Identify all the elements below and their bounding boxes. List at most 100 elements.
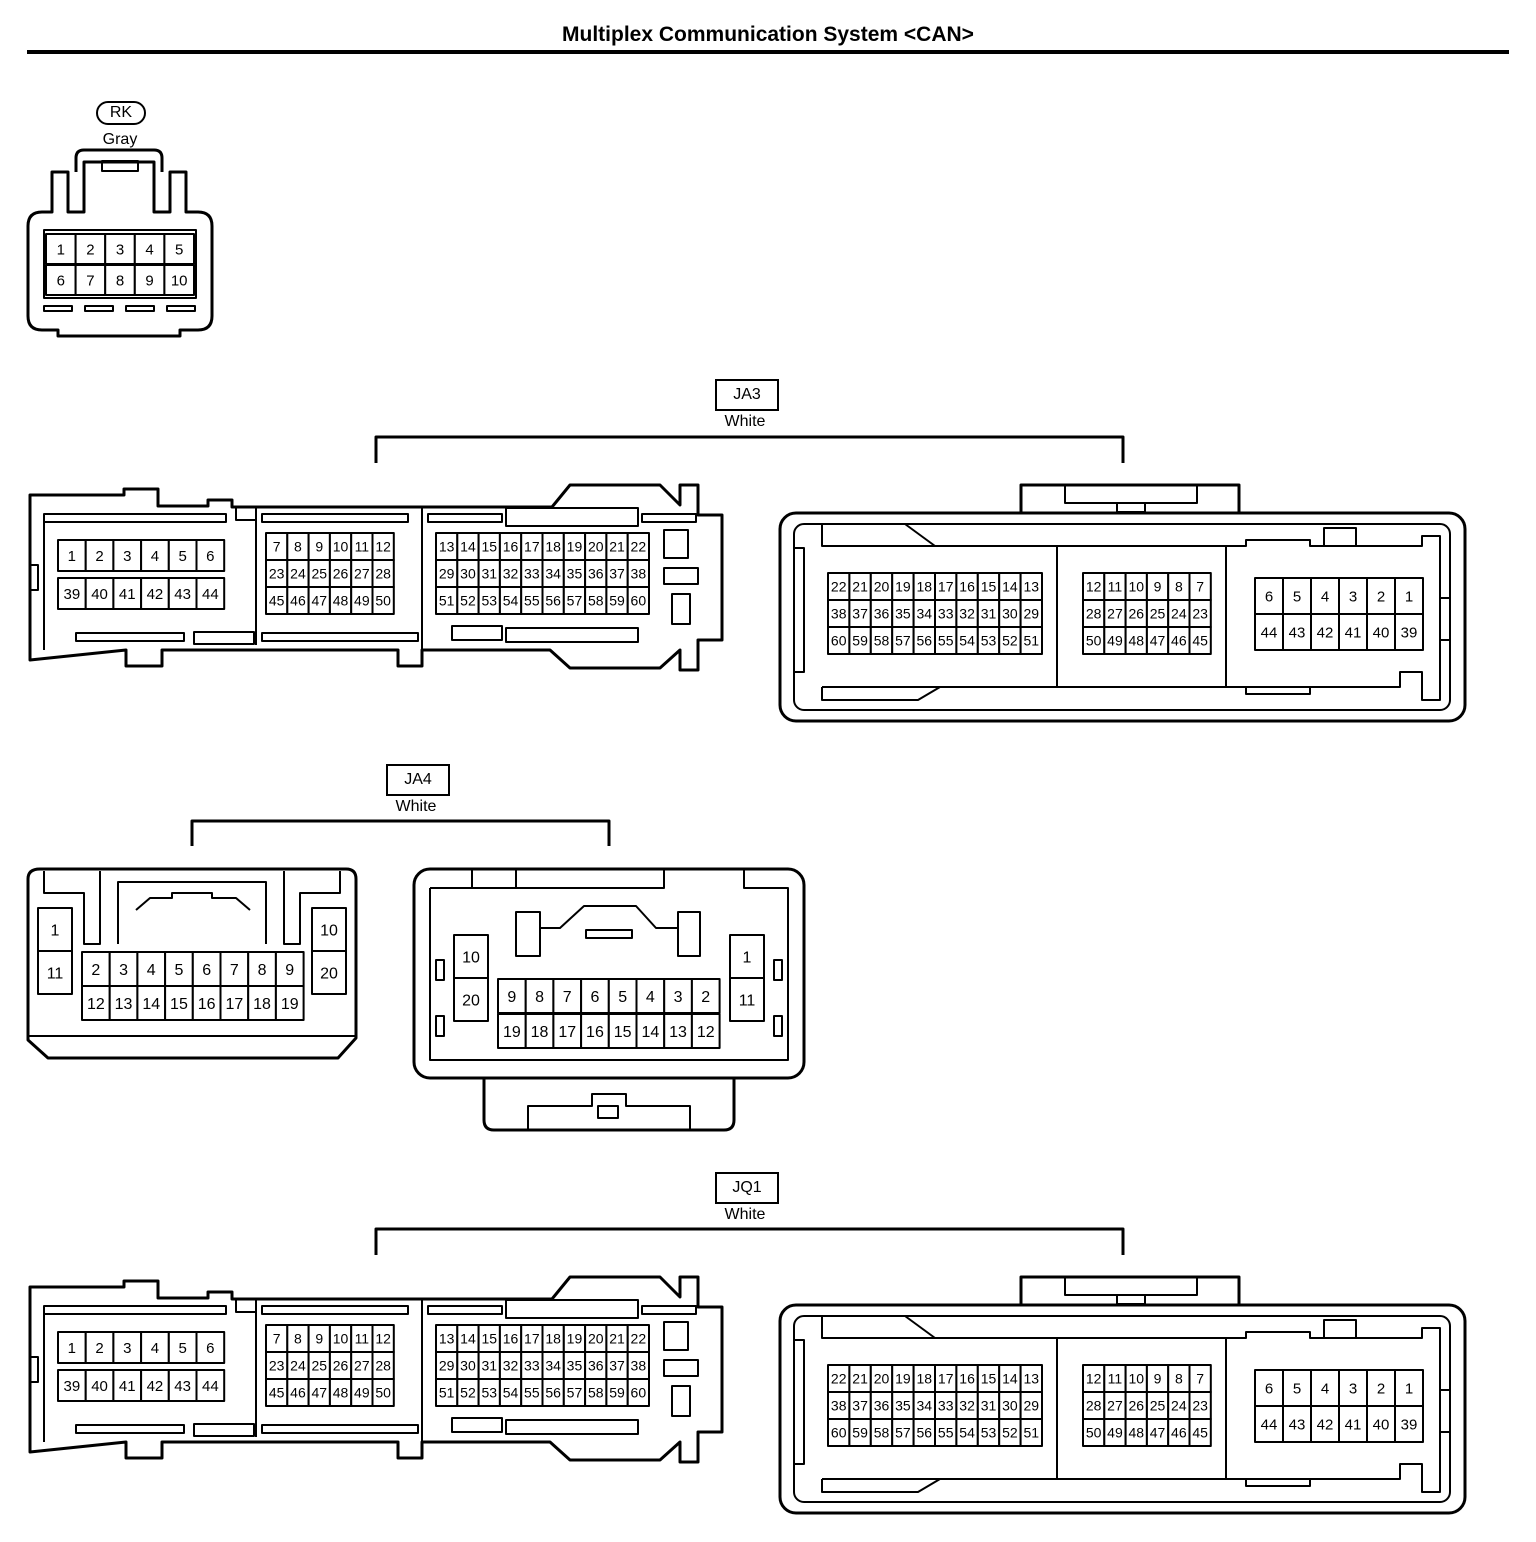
jq1-pin-label: 21: [852, 1371, 868, 1387]
ja3-pin-cell: [1254, 613, 1284, 651]
jq1-pin-label: 20: [588, 1331, 604, 1347]
ja3-bracket: [374, 435, 1125, 463]
ja3-pin-label: 16: [959, 579, 975, 595]
ja3-pin-label: 10: [333, 539, 349, 555]
ja4-pin-label: 2: [91, 962, 100, 979]
jq1-pin-label: 34: [917, 1398, 933, 1414]
ja4-pin-cell: [524, 1013, 555, 1049]
jq1-pin-label: 30: [1002, 1398, 1018, 1414]
jq1-pin-label: 42: [1317, 1416, 1334, 1433]
jq1-pin-cell: [626, 1378, 651, 1407]
jq1-pin-label: 7: [1196, 1371, 1204, 1387]
ja3-pin-label: 28: [1086, 606, 1102, 622]
jq1-pin-cell: [140, 1369, 170, 1402]
jq1-pin-label: 3: [123, 1340, 131, 1357]
ja3-pin-label: 18: [917, 579, 933, 595]
jq1-pin-label: 10: [333, 1331, 349, 1347]
jq1-pin-label: 10: [1128, 1371, 1144, 1387]
jq1-pin-label: 56: [545, 1385, 561, 1401]
jq1-pin-label: 7: [273, 1331, 281, 1347]
ja3-pin-label: 24: [1171, 606, 1187, 622]
ja4-pin-label: 1: [51, 922, 60, 939]
jq1-pin-label: 57: [567, 1385, 583, 1401]
ja3-pin-cell: [1188, 626, 1212, 655]
rk-pin-label: 4: [145, 241, 153, 258]
ja4-pin-label: 19: [281, 996, 299, 1013]
jq1-pin-label: 20: [874, 1371, 890, 1387]
jq1-pin-label: 24: [1171, 1398, 1187, 1414]
jq1-pin-cell: [195, 1369, 226, 1402]
jq1-pin-label: 54: [503, 1385, 519, 1401]
jq1-pin-cell: [371, 1378, 395, 1407]
jq1-bracket: [374, 1227, 1125, 1255]
ja3-pin-label: 24: [290, 566, 306, 582]
jq1-pin-label: 16: [503, 1331, 519, 1347]
jq1-pin-label: 56: [917, 1425, 933, 1441]
ja3-pin-label: 7: [1196, 579, 1204, 595]
ja4-pin-label: 11: [47, 965, 64, 982]
jq1-pin-label: 44: [1261, 1416, 1278, 1433]
jq1-pin-label: 46: [1171, 1425, 1187, 1441]
jq1-pin-label: 60: [631, 1385, 647, 1401]
jq1-pin-label: 9: [315, 1331, 323, 1347]
jq1-pin-label: 28: [1086, 1398, 1102, 1414]
jq1-pin-label: 47: [1150, 1425, 1166, 1441]
ja4-pin-label: 6: [202, 962, 211, 979]
ja3-pin-label: 4: [1321, 588, 1329, 605]
ja3-pin-label: 50: [375, 593, 391, 609]
ja3-pin-label: 20: [588, 539, 604, 555]
jq1-pin-label: 40: [91, 1378, 108, 1395]
ja4-pin-cell: [635, 1013, 666, 1049]
ja3-pin-label: 18: [545, 539, 561, 555]
jq1-pin-label: 4: [1321, 1380, 1329, 1397]
ja3-pin-label: 25: [311, 566, 327, 582]
ja3-pin-cell: [1366, 577, 1396, 615]
jq1-pin-label: 49: [1107, 1425, 1123, 1441]
page-title: Multiplex Communication System <CAN>: [562, 23, 974, 46]
jq1-pin-label: 29: [439, 1358, 455, 1374]
jq1-pin-label: 51: [1024, 1425, 1040, 1441]
ja3-pin-label: 45: [1192, 633, 1208, 649]
ja3-pin-label: 43: [174, 586, 191, 603]
ja4-pin-label: 18: [531, 1024, 549, 1041]
ja3-pin-label: 58: [588, 593, 604, 609]
ja3-pin-label: 8: [294, 539, 302, 555]
jq1-pin-cell: [1282, 1405, 1312, 1443]
ja3-pin-label: 15: [981, 579, 997, 595]
jq1-pin-label: 14: [1002, 1371, 1018, 1387]
rk-pin-label: 2: [86, 241, 94, 258]
jq1-pin-label: 26: [333, 1358, 349, 1374]
ja4-pin-label: 14: [641, 1024, 659, 1041]
ja3-pin-label: 27: [1107, 606, 1123, 622]
ja3-connector-code: JA3: [715, 379, 779, 411]
jq1-pin-label: 48: [333, 1385, 349, 1401]
jq1-pin-label: 13: [439, 1331, 455, 1347]
ja3-pin-label: 28: [375, 566, 391, 582]
jq1-pin-label: 60: [831, 1425, 847, 1441]
ja3-pin-label: 7: [273, 539, 281, 555]
ja3-pin-label: 30: [460, 566, 476, 582]
ja4-pin-cell: [136, 951, 167, 987]
jq1-pin-cell: [195, 1331, 226, 1364]
jq1-pin-label: 50: [375, 1385, 391, 1401]
jq1-pin-label: 25: [311, 1358, 327, 1374]
ja3-pin-label: 54: [959, 633, 975, 649]
ja3-pin-label: 2: [1377, 588, 1385, 605]
jq1-pin-label: 45: [269, 1385, 285, 1401]
jq1-pin-label: 49: [354, 1385, 370, 1401]
ja3-pin-label: 44: [1261, 624, 1278, 641]
ja4-pin-label: 16: [198, 996, 216, 1013]
ja3-pin-label: 42: [1317, 624, 1334, 641]
jq1-pin-label: 54: [959, 1425, 975, 1441]
ja3-pin-label: 23: [269, 566, 285, 582]
ja4-pin-label: 3: [674, 989, 683, 1006]
ja4-pin-label: 15: [170, 996, 188, 1013]
ja4-pin-cell: [690, 978, 721, 1014]
jq1-pin-label: 58: [588, 1385, 604, 1401]
rk-connector: [26, 148, 214, 338]
ja3-pin-label: 58: [874, 633, 890, 649]
ja3-pin-label: 40: [91, 586, 108, 603]
ja3-pin-cell: [1282, 577, 1312, 615]
ja4-pin-cell: [81, 985, 111, 1021]
jq1-pin-label: 55: [938, 1425, 954, 1441]
